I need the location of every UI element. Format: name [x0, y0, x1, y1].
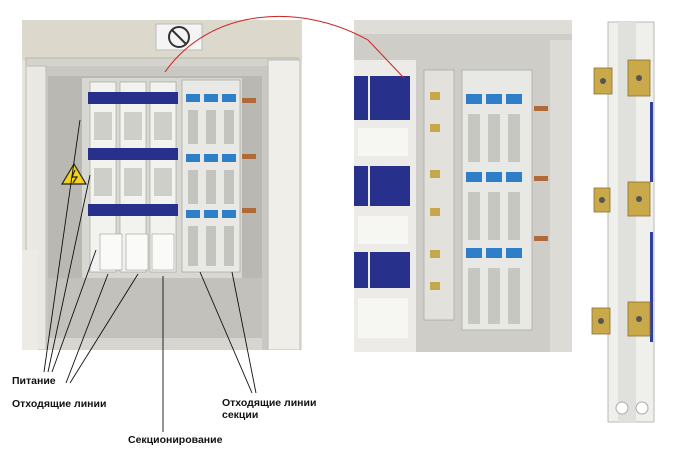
cabinet-photo	[22, 20, 302, 350]
label-sectioning: Секционирование	[128, 434, 223, 446]
cabinet-illustration	[22, 20, 302, 350]
label-power: Питание	[12, 375, 56, 387]
label-section-outgoing-lines: Отходящие линии секции	[222, 397, 317, 421]
no-smoking-sign-icon	[155, 23, 203, 51]
busbar-module-photo	[588, 12, 680, 438]
busbar-module-illustration	[588, 12, 680, 438]
panel-detail-photo	[354, 20, 572, 352]
panel-detail-illustration	[354, 20, 572, 352]
label-outgoing-lines: Отходящие линии	[12, 398, 107, 410]
